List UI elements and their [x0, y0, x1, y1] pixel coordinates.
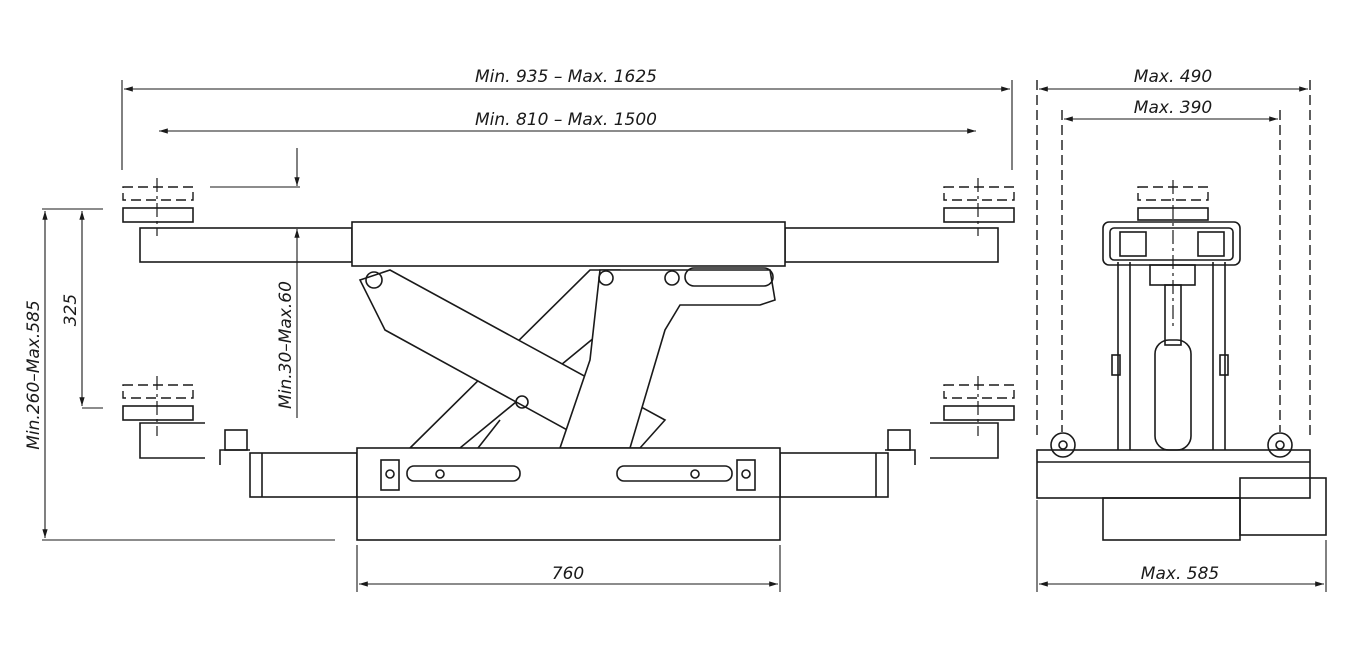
dim-label-pad-adjust: Min.30–Max.60: [276, 281, 296, 409]
dim-label-pad-height-offset: 325: [61, 294, 81, 326]
dim-label-overall-width: Min. 935 – Max. 1625: [475, 67, 657, 87]
dim-label-total-height: Min.260–Max.585: [24, 300, 44, 450]
dimension-pad-spacing: Min. 810 – Max. 1500: [159, 110, 976, 134]
hydraulic-cylinder: [1154, 339, 1192, 451]
dim-label-pad-spacing: Min. 810 – Max. 1500: [475, 110, 657, 130]
dimension-side-base-width: Max. 585: [1036, 500, 1327, 592]
bottom-left-pad: [122, 376, 205, 459]
top-right-pad: [943, 178, 1015, 236]
dimension-total-height: Min.260–Max.585: [24, 208, 335, 541]
bottom-right-pad: [930, 376, 1015, 459]
dimension-side-outer: Max. 490: [1036, 67, 1311, 440]
left-arm: [139, 227, 353, 263]
dimension-pad-adjust: Min.30–Max.60: [210, 148, 300, 418]
right-arm: [784, 227, 999, 263]
dim-label-side-outer: Max. 490: [1134, 67, 1212, 87]
top-left-pad: [122, 178, 194, 236]
scissor-mechanism: [358, 267, 776, 449]
right-wheel: [1267, 432, 1293, 458]
dim-label-side-inner: Max. 390: [1134, 98, 1212, 118]
right-wheel-bracket: [885, 429, 916, 465]
dim-label-side-base-width: Max. 585: [1141, 564, 1219, 584]
dim-label-base-length: 760: [552, 564, 584, 584]
side-view: [1036, 180, 1327, 541]
dimension-overall-width: Min. 935 – Max. 1625: [121, 67, 1013, 170]
dimension-side-inner: Max. 390: [1061, 98, 1281, 432]
front-view: [122, 178, 1015, 541]
dimension-base-length: 760: [356, 545, 781, 592]
dimension-pad-height-offset: 325: [61, 211, 103, 409]
top-beam: [351, 221, 786, 267]
base: [249, 447, 889, 541]
left-wheel: [1050, 432, 1076, 458]
left-wheel-bracket: [219, 429, 250, 465]
